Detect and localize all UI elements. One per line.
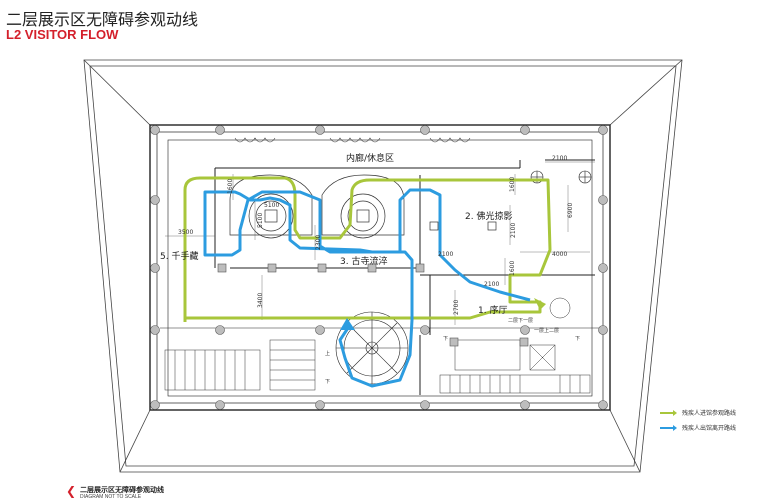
legend-entry-route: 残疾人进馆参观路线	[660, 408, 736, 417]
dimension-label: 2100	[484, 281, 499, 288]
dimension-label: 1600	[509, 261, 516, 276]
column-marker	[520, 125, 530, 135]
column-marker	[315, 325, 325, 335]
caption-scale-note: DIAGRAM NOT TO SCALE	[80, 494, 142, 500]
legend-label: 残疾人出馆离开路线	[682, 425, 737, 432]
stair-mark: 上	[325, 350, 330, 357]
dimension-label: 5100	[264, 202, 279, 209]
dimension-label: 6900	[567, 203, 574, 218]
room-label-thousand: 5. 千手藏	[160, 250, 198, 262]
dimension-label: 4000	[552, 251, 567, 258]
dimension-label: 2300	[315, 235, 322, 250]
column-marker	[598, 325, 608, 335]
exit-arrow-icon	[660, 424, 677, 431]
stair-mark: 下	[325, 379, 330, 385]
room-label-hall: 1. 序厅	[478, 304, 507, 316]
spiral-stair	[335, 311, 409, 385]
fan-icons	[530, 170, 592, 184]
column-marker	[150, 263, 160, 273]
interior-walls	[160, 159, 600, 395]
column-marker	[598, 263, 608, 273]
columns	[150, 125, 608, 410]
dimension-label: 2700	[453, 300, 460, 315]
chevron-left-icon: ❮	[66, 484, 77, 498]
stairs-right	[439, 297, 591, 394]
dimension-label: 1600	[509, 177, 516, 192]
column-marker	[150, 195, 160, 205]
dimension-label: 1600	[227, 179, 234, 194]
legend-label: 残疾人进馆参观路线	[682, 410, 737, 417]
column-marker	[150, 325, 160, 335]
stairs-left	[164, 339, 316, 391]
entry-arrow-icon	[660, 409, 677, 416]
entry-route-arrow	[534, 298, 546, 310]
dimension-lines	[165, 161, 595, 325]
dimension-label: 2100	[438, 251, 453, 258]
dimension-label: 3500	[178, 229, 193, 236]
column-marker	[150, 400, 160, 410]
column-marker	[420, 325, 430, 335]
column-marker	[215, 125, 225, 135]
arch-rooms	[229, 174, 497, 239]
elevator-label: 一层上二层	[534, 327, 559, 334]
room-label-temple: 3. 古寺流淬	[340, 255, 387, 267]
dimension-label: 3400	[257, 293, 264, 308]
dimension-label: 2100	[552, 155, 567, 162]
column-marker	[598, 400, 608, 410]
column-marker	[215, 400, 225, 410]
column-marker	[420, 400, 430, 410]
column-marker	[598, 195, 608, 205]
column-marker	[420, 125, 430, 135]
window-arches	[234, 137, 471, 143]
dimension-label: 2100	[510, 223, 517, 238]
column-marker	[598, 125, 608, 135]
column-marker	[520, 400, 530, 410]
room-label-corridor: 内廊/休息区	[346, 152, 394, 164]
roof-outline	[83, 59, 683, 473]
page-subtitle: L2 VISITOR FLOW	[6, 27, 119, 42]
legend-exit-route: 残疾人出馆离开路线	[660, 423, 736, 432]
stair-mark: 下	[575, 336, 580, 342]
column-marker	[520, 325, 530, 335]
exit-route-arrow	[340, 318, 355, 330]
column-marker	[315, 400, 325, 410]
column-marker	[150, 125, 160, 135]
room-label-buddha: 2. 佛光掠影	[465, 210, 512, 222]
stair-mark: 下	[443, 336, 448, 342]
caption-title: 二层展示区无障碍参观动线	[80, 486, 164, 494]
exit-route-path	[203, 188, 531, 388]
page-title: 二层展示区无障碍参观动线	[6, 10, 199, 29]
column-marker	[315, 125, 325, 135]
elevator-label: 二层下一层	[508, 318, 533, 324]
dimension-label: 5100	[257, 213, 264, 228]
column-marker	[215, 325, 225, 335]
